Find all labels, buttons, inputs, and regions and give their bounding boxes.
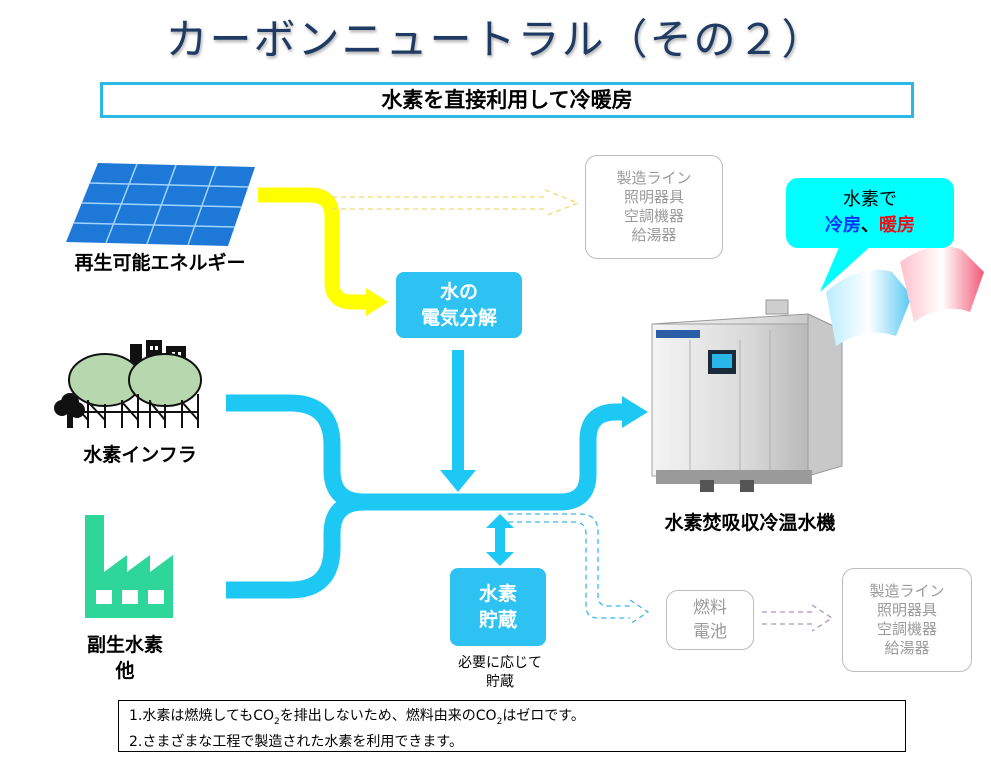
uses-bottom-item: 照明器具: [876, 601, 937, 619]
renewable-energy-label: 再生可能エネルギー: [74, 252, 246, 274]
hydrogen-flow: [226, 394, 625, 599]
note-1-part: を排出しないため、燃料由来のCO: [279, 708, 497, 724]
byproduct-hydrogen-label: 副生水素 他: [60, 632, 190, 684]
uses-bottom-box: 製造ライン 照明器具 空調機器 給湯器: [842, 568, 972, 672]
electrolysis-line2: 電気分解: [420, 307, 497, 329]
hydrogen-infra-label: 水素インフラ: [83, 444, 197, 466]
storage-note-line2: 貯蔵: [486, 674, 514, 690]
heating-text: 暖房: [879, 215, 915, 236]
electrolysis-down-arrow: [452, 350, 464, 475]
note-1-subscript: 2: [274, 716, 280, 727]
chiller-machine-icon: [651, 299, 843, 492]
hydrogen-flow-arrowhead: [622, 396, 648, 428]
uses-top-item: 製造ライン: [616, 169, 692, 187]
byproduct-line2: 他: [115, 660, 135, 682]
fuel-cell-line2: 電池: [693, 622, 727, 642]
page-title: カーボンニュートラル（その２）: [165, 15, 826, 64]
page-subtitle: 水素を直接利用して冷暖房: [100, 82, 914, 118]
gas-tank-icon: [54, 340, 202, 428]
uses-bottom-item: 給湯器: [884, 639, 930, 657]
note-1: 1.水素は燃焼してもCO2を排出しないため、燃料由来のCO2はゼロです。: [129, 706, 895, 732]
storage-box: 水素 貯蔵: [450, 568, 546, 646]
bubble-tail: [820, 245, 872, 292]
uses-bottom-item: 空調機器: [876, 620, 937, 638]
uses-top-item: 照明器具: [623, 188, 684, 206]
notes-box: 1.水素は燃焼してもCO2を排出しないため、燃料由来のCO2はゼロです。 2.さ…: [118, 700, 906, 752]
electrolysis-line1: 水の: [439, 281, 478, 303]
note-2: 2.さまざまな工程で製造された水素を利用できます。: [129, 733, 463, 750]
note-1-subscript: 2: [496, 716, 503, 727]
bubble-separator: 、: [861, 215, 879, 236]
bubble-line2: 冷房、暖房: [786, 213, 954, 239]
electrolysis-box: 水の 電気分解: [396, 272, 522, 338]
dashed-arrow-to-uses: [332, 189, 580, 217]
dashed-arrow-fuel-cell-to-uses: [762, 604, 834, 632]
solar-flow-arrow: [258, 187, 368, 310]
factory-icon: [85, 515, 173, 618]
chiller-label: 水素焚吸収冷温水機: [664, 512, 836, 534]
byproduct-line1: 副生水素: [86, 634, 163, 656]
note-1-part: はゼロです。: [502, 708, 585, 724]
cooling-text: 冷房: [825, 215, 861, 236]
fuel-cell-line1: 燃料: [693, 598, 727, 618]
dashed-arrow-to-fuel-cell: [508, 513, 650, 625]
storage-line1: 水素: [478, 583, 517, 605]
heating-cooling-bubble: 水素で 冷房、暖房: [786, 178, 954, 248]
storage-note-line1: 必要に応じて: [458, 655, 542, 671]
heating-wave-icon: [900, 246, 984, 322]
fuel-cell-box: 燃料 電池: [666, 590, 754, 650]
uses-top-item: 空調機器: [623, 207, 684, 225]
bubble-line1: 水素で: [843, 189, 897, 210]
uses-bottom-item: 製造ライン: [869, 582, 945, 600]
storage-double-arrow: [486, 514, 514, 566]
uses-top-box: 製造ライン 照明器具 空調機器 給湯器: [585, 155, 723, 259]
cooling-wave-icon: [826, 269, 912, 346]
storage-line2: 貯蔵: [478, 609, 517, 631]
uses-top-item: 給湯器: [631, 226, 677, 244]
storage-note: 必要に応じて 貯蔵: [430, 654, 570, 692]
note-1-part: 1.水素は燃焼してもCO: [129, 708, 275, 724]
solar-flow-arrowhead: [366, 288, 388, 316]
solar-panel-icon: [66, 163, 255, 246]
